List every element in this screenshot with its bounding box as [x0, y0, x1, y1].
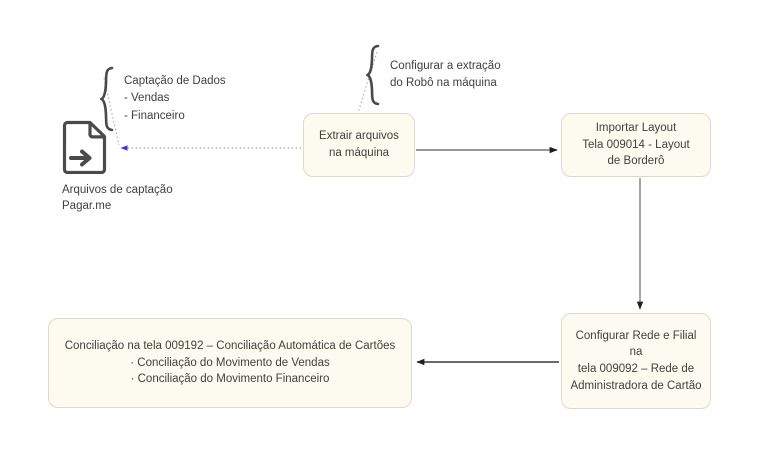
node-extrair-arquivos[interactable]: Extrair arquivos na máquina — [303, 113, 415, 177]
node-extrair-arquivos-label: Extrair arquivos na máquina — [319, 130, 399, 159]
annotation-captacao-text: Captação de Dados - Vendas - Financeiro — [124, 75, 226, 122]
annotation-robo: Configurar a extração do Robô na máquina — [366, 44, 501, 106]
node-conciliacao-automatica[interactable]: Conciliação na tela 009192 – Conciliação… — [48, 318, 412, 408]
node-importar-layout[interactable]: Importar Layout Tela 009014 - Layout de … — [561, 113, 711, 177]
node-conciliacao-automatica-label: Conciliação na tela 009192 – Conciliação… — [64, 339, 396, 386]
curly-brace-icon — [100, 66, 114, 132]
node-importar-layout-label: Importar Layout Tela 009014 - Layout de … — [582, 121, 690, 168]
node-configurar-rede-filial-label: Configurar Rede e Filial na tela 009092 … — [570, 329, 702, 392]
curly-brace-icon — [366, 44, 380, 106]
source-document-group: Arquivos de captação Pagar.me — [62, 118, 202, 215]
annotation-robo-text: Configurar a extração do Robô na máquina — [390, 59, 501, 89]
annotation-captacao: Captação de Dados - Vendas - Financeiro — [100, 66, 226, 132]
document-with-arrow-icon — [62, 120, 107, 174]
source-document-caption: Arquivos de captação Pagar.me — [62, 184, 173, 213]
node-configurar-rede-filial[interactable]: Configurar Rede e Filial na tela 009092 … — [561, 313, 711, 409]
